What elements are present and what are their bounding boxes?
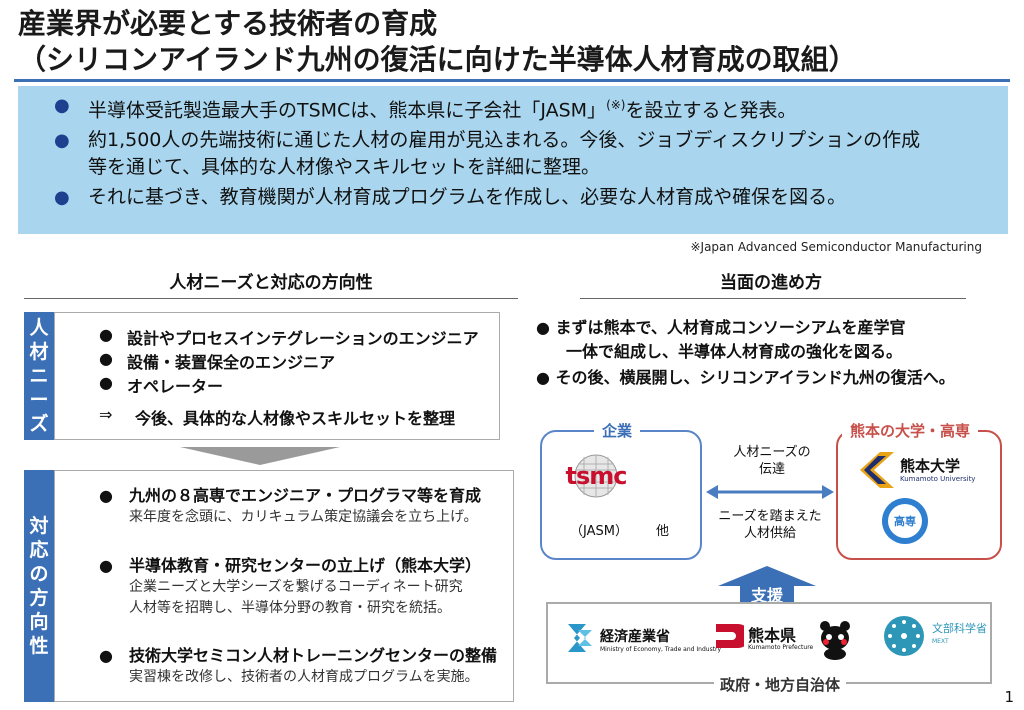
meti-en: Ministry of Economy, Trade and Industry: [600, 646, 722, 653]
kosen-logo: 高専: [882, 498, 928, 544]
bullet-icon: ●: [99, 325, 113, 344]
needs-tab-char: 材: [29, 341, 49, 363]
direction-tab-char: 向: [29, 611, 49, 633]
kosen-mark: 高専: [894, 515, 916, 528]
left-section-heading: 人材ニーズと対応の方向性: [169, 273, 373, 293]
page-number: 1: [1004, 688, 1014, 706]
kumamoto-emblem-icon: [716, 624, 750, 648]
direction-item-2: ●半導体教育・研究センターの立上げ（熊本大学） 企業ニーズと大学シーズを繋げるコ…: [99, 556, 482, 616]
direction-tab-char: 応: [29, 539, 49, 561]
direction-tab-char: の: [29, 563, 49, 585]
mext-emblem-icon: [884, 616, 924, 656]
implies-arrow: ⇒: [99, 405, 113, 424]
needs-tab-char: ニ: [29, 365, 49, 387]
meti-logo: 経済産業省 Ministry of Economy, Trade and Ind…: [564, 622, 721, 662]
bullet-icon: ●: [54, 130, 70, 152]
support-label: 支援: [750, 586, 783, 605]
step-1-cont: 一体で組成し、半導体人材育成の強化を図る。: [566, 342, 903, 361]
direction-tab-char: 性: [29, 635, 49, 657]
bullet-icon: ●: [54, 187, 70, 209]
bullet-icon: ●: [99, 556, 113, 575]
government-box: 経済産業省 Ministry of Economy, Trade and Ind…: [546, 602, 992, 684]
needs-tab: 人材ニーズ: [24, 312, 54, 440]
company-sub: （JASM）: [570, 524, 628, 539]
university-label: 熊本の大学・高専: [842, 420, 979, 441]
kumadai-en: Kumamoto University: [900, 475, 976, 483]
government-label: 政府・地方自治体: [714, 674, 847, 695]
title-line-1: 産業界が必要とする技術者の育成: [18, 7, 438, 40]
company-label: 企業: [594, 420, 641, 441]
meti-name: 経済産業省: [600, 629, 670, 645]
bullet-icon: ●: [99, 486, 113, 505]
mext-logo: 文部科学省 MEXT: [882, 614, 992, 674]
title-line-2: （シリコンアイランド九州の復活に向けた半導体人材育成の取組）: [18, 43, 857, 76]
meti-emblem-icon: [568, 624, 592, 652]
tsmc-wafer-icon: [574, 454, 618, 498]
needs-tab-char: ー: [29, 389, 49, 411]
page-title: 産業界が必要とする技術者の育成 （シリコンアイランド九州の復活に向けた半導体人材…: [18, 6, 1008, 78]
kumamoto-en: Kumamoto Prefecture: [748, 644, 814, 651]
down-arrow-triangle: [180, 447, 340, 465]
tsmc-logo: tsmc: [556, 454, 636, 498]
footnote-mark: (※): [606, 98, 626, 112]
summary-bullet-3: ● それに基づき、教育機関が人材育成プログラムを作成し、必要な人材育成や確保を図…: [34, 184, 1008, 211]
kumamoto-name: 熊本県: [748, 626, 797, 645]
flow-supply-label: ニーズを踏まえた 人材供給: [718, 509, 822, 541]
bullet-icon: ●: [99, 349, 113, 368]
kumadai-name: 熊本大学: [900, 457, 961, 475]
kumadai-emblem-icon: [860, 452, 894, 488]
bullet-icon: ●: [99, 373, 113, 392]
title-divider: [14, 79, 1010, 82]
direction-tab: 対応の方向性: [24, 470, 54, 702]
direction-tab-char: 対: [29, 515, 49, 537]
summary-box: ● 半導体受託製造最大手のTSMCは、熊本県に子会社「JASM」(※)を設立する…: [18, 86, 1008, 234]
direction-item-3: ●技術大学セミコン人材トレーニングセンターの整備 実習棟を改修し、技術者の人材育…: [99, 646, 498, 685]
bullet-icon: ●: [54, 95, 70, 116]
step-2: ● その後、横展開し、シリコンアイランド九州の復活へ。: [536, 368, 955, 387]
needs-panel: ●設計やプロセスインテグレーションのエンジニア ●設備・装置保全のエンジニア ●…: [54, 312, 500, 440]
direction-panel: ●九州の８高専でエンジニア・プログラマ等を育成 来年度を念頭に、カリキュラム策定…: [54, 470, 514, 702]
left-heading-rule: [24, 298, 518, 299]
step-1: ● まずは熊本で、人材育成コンソーシアムを産学官: [536, 318, 906, 337]
right-section-heading: 当面の進め方: [720, 273, 822, 293]
tsmc-wordmark: tsmc: [565, 462, 628, 490]
company-other: 他: [656, 524, 670, 539]
footnote: ※Japan Advanced Semiconductor Manufactur…: [690, 240, 982, 254]
direction-tab-char: 方: [29, 587, 49, 609]
mext-en: MEXT: [932, 638, 949, 645]
flow-needs-label: 人材ニーズの 伝達: [733, 445, 811, 477]
summary-bullet-2: ● 約1,500人の先端技術に通じた人材の雇用が見込まれる。今後、ジョブディスク…: [54, 129, 921, 179]
needs-tab-char: 人: [29, 317, 49, 339]
direction-item-1: ●九州の８高専でエンジニア・プログラマ等を育成 来年度を念頭に、カリキュラム策定…: [99, 486, 482, 525]
bullet-icon: ●: [99, 646, 113, 665]
summary-bullet-1: ● 半導体受託製造最大手のTSMCは、熊本県に子会社「JASM」(※)を設立する…: [34, 92, 1008, 124]
right-heading-rule: [580, 298, 966, 299]
support-up-arrow: [718, 566, 816, 612]
needs-tab-char: ズ: [29, 413, 49, 435]
bidirectional-arrow-icon: [706, 485, 834, 499]
kumamon-mascot-icon: [820, 621, 850, 660]
steps-list: ● まずは熊本で、人材育成コンソーシアムを産学官 一体で組成し、半導体人材育成の…: [536, 316, 1016, 396]
kumadai-logo: 熊本大学 Kumamoto University: [858, 450, 998, 490]
mext-name: 文部科学省: [932, 622, 987, 635]
kumamoto-logo: 熊本県 Kumamoto Prefecture: [714, 620, 854, 664]
